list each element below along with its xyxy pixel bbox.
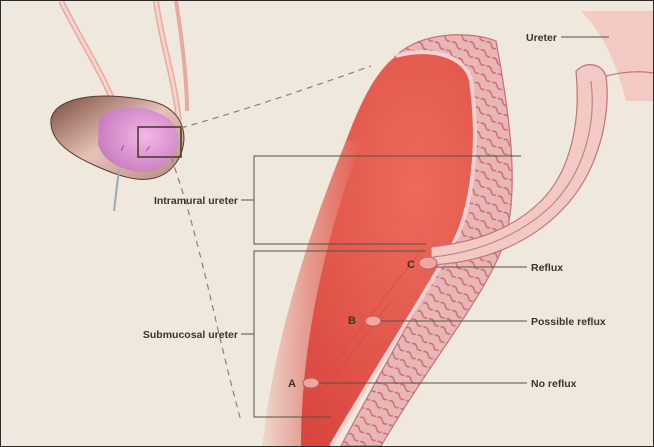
submucosal-ureter-label: Submucosal ureter: [143, 329, 238, 341]
orifice-b: [365, 316, 381, 326]
orifice-c: [419, 257, 437, 269]
possible-reflux-label: Possible reflux: [531, 316, 606, 328]
ureter-label: Ureter: [526, 32, 557, 44]
intramural-ureter-label: Intramural ureter: [154, 195, 238, 207]
point-c-label: C: [407, 259, 415, 271]
no-reflux-label: No reflux: [531, 378, 577, 390]
reflux-label: Reflux: [531, 262, 563, 274]
bladder-overview-illustration: [51, 1, 187, 211]
zoom-connector-top: [181, 66, 371, 128]
orifice-a: [303, 378, 319, 388]
point-b-label: B: [348, 315, 356, 327]
point-a-label: A: [288, 378, 296, 390]
